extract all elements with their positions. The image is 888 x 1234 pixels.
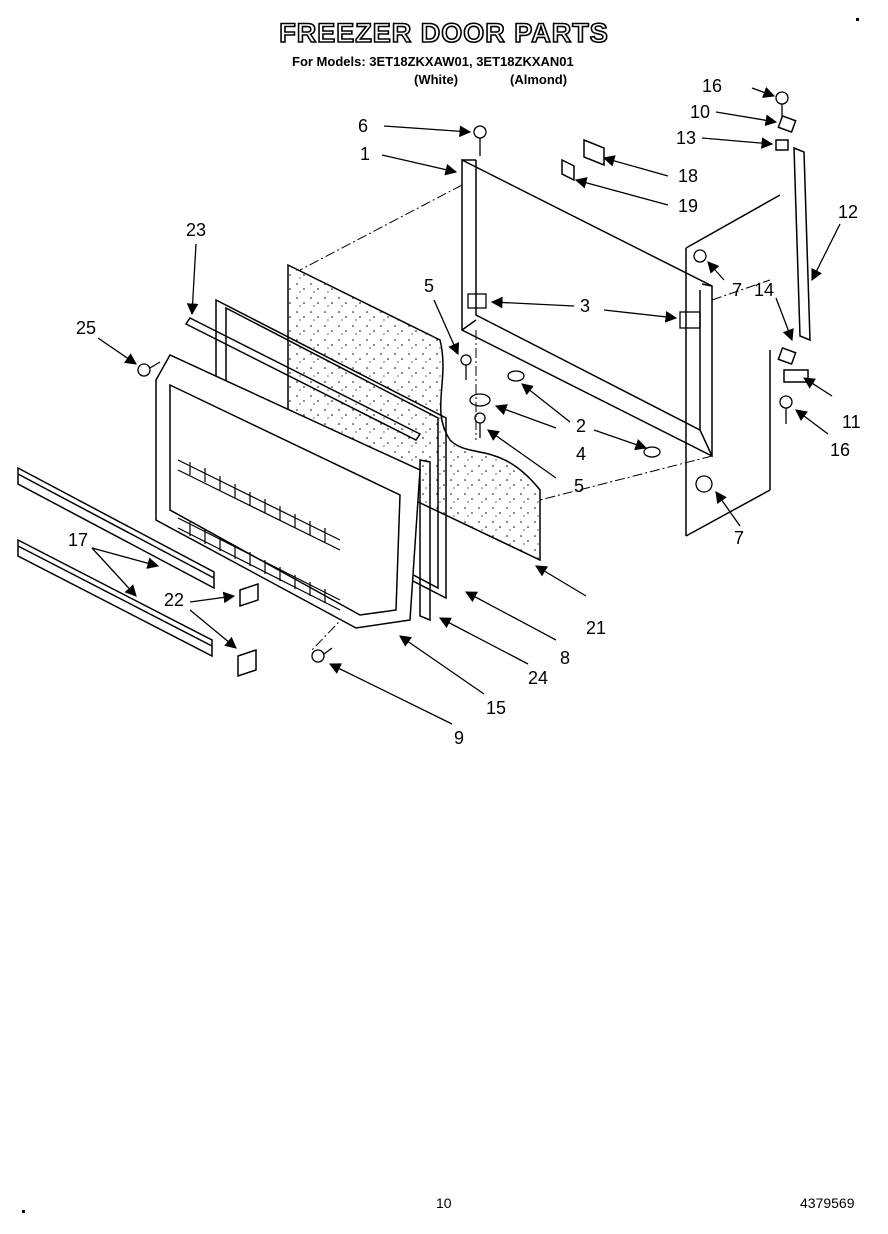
callout-labels: 6 1 16 10 13 18 19 12 7 3 14 5 2 4 5 11 … xyxy=(68,76,861,748)
callout-16: 16 xyxy=(702,76,722,96)
callout-5: 5 xyxy=(574,476,584,496)
callout-23: 23 xyxy=(186,220,206,240)
callout-7: 7 xyxy=(732,280,742,300)
callout-10: 10 xyxy=(690,102,710,122)
callout-22: 22 xyxy=(164,590,184,610)
callout-17: 17 xyxy=(68,530,88,550)
callout-18: 18 xyxy=(678,166,698,186)
callout-9: 9 xyxy=(454,728,464,748)
callout-12: 12 xyxy=(838,202,858,222)
callout-24: 24 xyxy=(528,668,548,688)
callout-1: 1 xyxy=(360,144,370,164)
document-number: 4379569 xyxy=(800,1195,855,1211)
diagram-title: FREEZER DOOR PARTS xyxy=(278,17,609,49)
callout-7: 7 xyxy=(734,528,744,548)
callout-21: 21 xyxy=(586,618,606,638)
leader-lines xyxy=(91,86,841,725)
callout-2: 2 xyxy=(576,416,586,436)
page-number: 10 xyxy=(436,1195,452,1211)
callout-19: 19 xyxy=(678,196,698,216)
callout-11: 11 xyxy=(842,412,861,432)
callout-25: 25 xyxy=(76,318,96,338)
corner-mark xyxy=(22,1210,25,1213)
callout-16: 16 xyxy=(830,440,850,460)
callout-6: 6 xyxy=(358,116,368,136)
callout-14: 14 xyxy=(754,280,774,300)
color-almond-label: (Almond) xyxy=(510,72,568,87)
callout-3: 3 xyxy=(580,296,590,316)
corner-mark xyxy=(856,18,859,21)
callout-15: 15 xyxy=(486,698,506,718)
color-white-label: (White) xyxy=(414,72,459,87)
callout-8: 8 xyxy=(560,648,570,668)
models-line: For Models: 3ET18ZKXAW01, 3ET18ZKXAN01 xyxy=(292,54,574,69)
callout-4: 4 xyxy=(576,444,586,464)
callout-5: 5 xyxy=(424,276,434,296)
parts-drawing xyxy=(17,91,811,678)
callout-13: 13 xyxy=(676,128,696,148)
